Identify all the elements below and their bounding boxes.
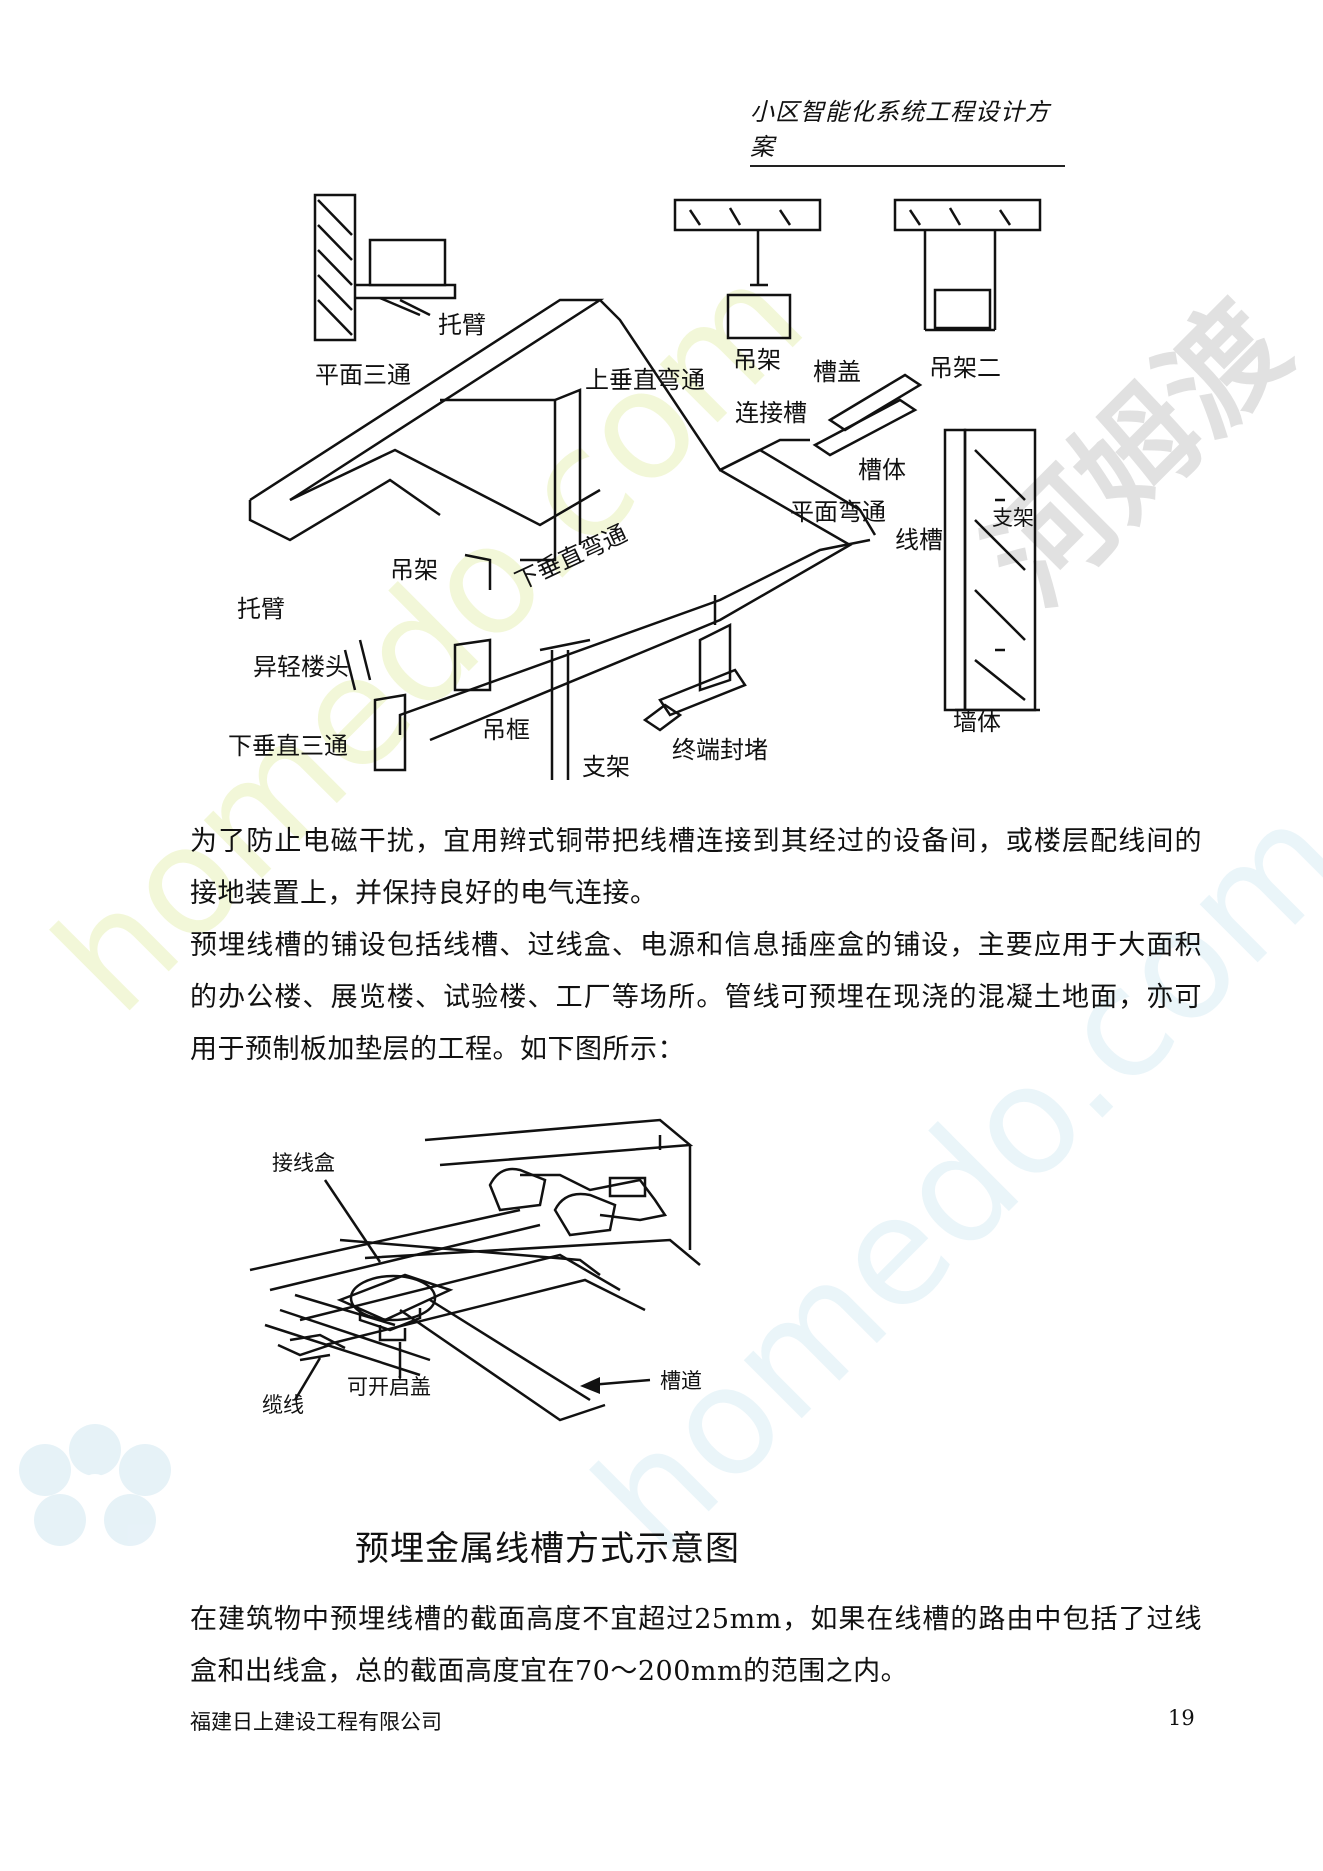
paragraph-2: 预埋线槽的铺设包括线槽、过线盒、电源和信息插座盒的铺设，主要应用于大面积的办公楼… xyxy=(190,930,1202,1065)
label-xia-chuizhi-santong: 下垂直三通 xyxy=(228,732,348,760)
page-header: 小区智能化系统工程设计方案 xyxy=(750,92,1065,167)
paragraph-1: 为了防止电磁干扰，宜用辫式铜带把线槽连接到其经过的设备间，或楼层配线间的接地装置… xyxy=(190,826,1202,909)
label-xiancao: 线槽 xyxy=(895,526,943,554)
label-lanxian: 缆线 xyxy=(262,1393,304,1417)
label-qiangti: 墙体 xyxy=(953,708,1001,736)
paragraph-3: 在建筑物中预埋线槽的截面高度不宜超过25mm，如果在线槽的路由中包括了过线盒和出… xyxy=(190,1604,1202,1687)
label-zhijia: 支架 xyxy=(582,753,630,781)
footer-company: 福建日上建设工程有限公司 xyxy=(190,1710,442,1734)
label-yiqing-loutou: 异轻楼头 xyxy=(253,653,349,681)
label-caogai: 槽盖 xyxy=(813,358,861,386)
label-caoti: 槽体 xyxy=(858,456,906,484)
label-shang-chuizhi-wantong: 上垂直弯通 xyxy=(585,366,705,394)
label-diaojia: 吊架 xyxy=(733,346,781,374)
label-pingmian-wantong: 平面弯通 xyxy=(790,498,886,526)
label-tuobi-top: 托臂 xyxy=(438,311,486,339)
label-cao-dao: 槽道 xyxy=(660,1369,702,1393)
footer-page-number: 19 xyxy=(1168,1706,1195,1730)
label-zhijia-small: 支架 xyxy=(992,506,1034,530)
figure-caption: 预埋金属线槽方式示意图 xyxy=(355,1529,740,1569)
label-jiexianhe: 接线盒 xyxy=(272,1151,335,1175)
label-diaojia-mid: 吊架 xyxy=(390,556,438,584)
label-tuobi-bottom: 托臂 xyxy=(237,595,285,623)
label-lianjie-cao: 连接槽 xyxy=(735,399,807,427)
label-pingmian-santong: 平面三通 xyxy=(315,361,411,389)
label-diaokuang: 吊框 xyxy=(482,716,530,744)
label-zhongduan-fengdu: 终端封堵 xyxy=(672,736,768,764)
label-kekai-qigai: 可开启盖 xyxy=(347,1375,431,1399)
label-diaojia-er: 吊架二 xyxy=(929,354,1001,382)
